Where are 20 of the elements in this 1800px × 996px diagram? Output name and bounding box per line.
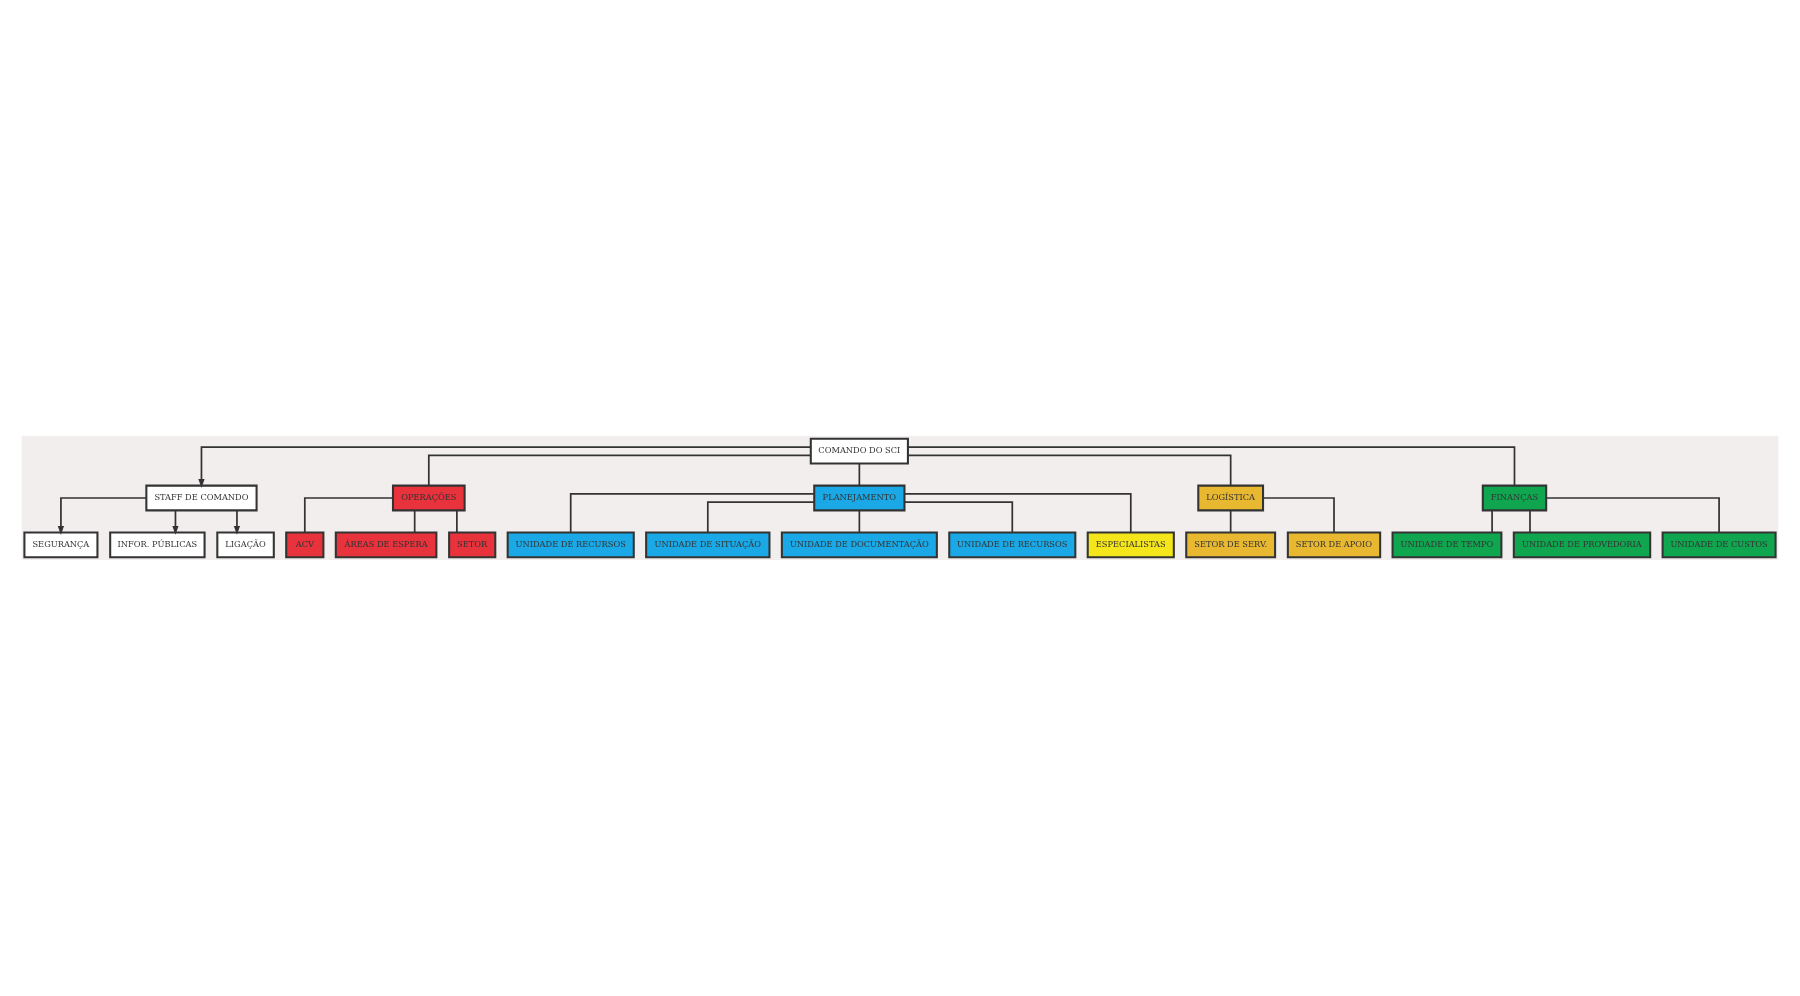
connector [303,497,394,534]
connector [1229,509,1232,534]
connector [569,493,815,534]
connector [1545,497,1720,534]
connector [427,454,812,487]
arrow [198,446,812,488]
connector [907,454,1232,487]
connector [1262,497,1335,534]
connector [903,493,1132,534]
arrow [233,509,241,535]
connector [858,462,861,487]
connector [907,446,1516,487]
arrow [57,497,148,535]
connector [706,501,815,534]
connector [413,509,416,534]
connector [456,509,458,534]
connector [903,501,1014,534]
connector [1529,509,1531,534]
connector [1491,509,1493,534]
connector [858,509,861,534]
